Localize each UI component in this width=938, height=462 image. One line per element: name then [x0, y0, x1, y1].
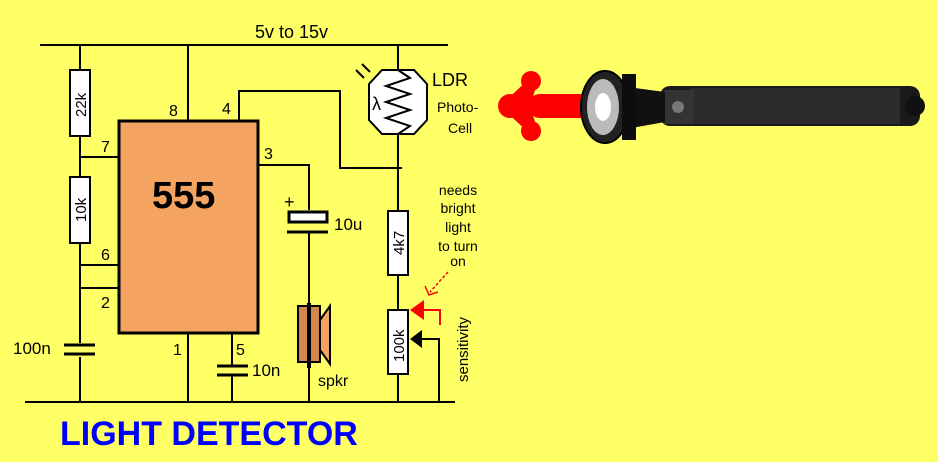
note-pointer: [424, 285, 439, 296]
ldr-desc: Photo-: [437, 99, 479, 115]
pin-label: 6: [101, 247, 110, 264]
cap-10u-plus: +: [284, 192, 295, 212]
cap-10n-gap: [216, 365, 248, 376]
svg-text:light: light: [445, 219, 471, 235]
pot-wiper-wire: [418, 338, 440, 402]
pin-label: 3: [264, 146, 273, 163]
sensitivity-label: sensitivity: [455, 316, 472, 382]
resistor-4k7: [387, 210, 409, 276]
pot-100k: [387, 309, 409, 375]
svg-text:bright: bright: [440, 200, 475, 216]
ldr-icon: λ: [355, 63, 428, 135]
ic-555: [117, 119, 260, 335]
ldr-label: LDR: [432, 70, 468, 90]
note-pointer: [429, 271, 449, 293]
pin-label: 7: [101, 139, 110, 156]
svg-text:on: on: [450, 253, 466, 269]
svg-text:needs: needs: [439, 182, 477, 198]
pin-label: 2: [101, 295, 110, 312]
resistor-10k-label: 10k: [73, 197, 90, 222]
wire-pin4: [238, 90, 402, 169]
svg-text:λ: λ: [372, 94, 381, 114]
resistor-22k-label: 22k: [73, 92, 90, 117]
pin-label: 8: [169, 103, 178, 120]
pot-100k-label: 100k: [391, 329, 408, 362]
cap-10u-label: 10u: [334, 215, 362, 234]
cap-10n-label: 10n: [252, 361, 280, 380]
pot-wiper-arrow: [410, 330, 422, 348]
supply-label: 5v to 15v: [255, 22, 328, 42]
resistor-22k: [69, 69, 91, 137]
cap-10u-plate: [287, 210, 329, 224]
pin-label: 4: [222, 101, 231, 118]
flashlight-icon: [580, 70, 925, 144]
resistor-4k7-label: 4k7: [391, 231, 408, 255]
speaker-icon: [297, 302, 331, 368]
direction-arrow: [422, 309, 441, 325]
diagram-title: LIGHT DETECTOR: [60, 415, 358, 453]
pin-label: 5: [236, 342, 245, 359]
resistor-10k: [69, 176, 91, 244]
note-text: needs bright light to turn on: [438, 182, 478, 269]
pin-label: 1: [173, 342, 182, 359]
ldr-desc: Cell: [448, 120, 472, 136]
svg-text:to turn: to turn: [438, 238, 478, 254]
ic-label: 555: [152, 175, 215, 217]
speaker-label: spkr: [318, 373, 349, 390]
direction-arrow: [410, 300, 424, 320]
cap-100n-label: 100n: [13, 339, 51, 358]
